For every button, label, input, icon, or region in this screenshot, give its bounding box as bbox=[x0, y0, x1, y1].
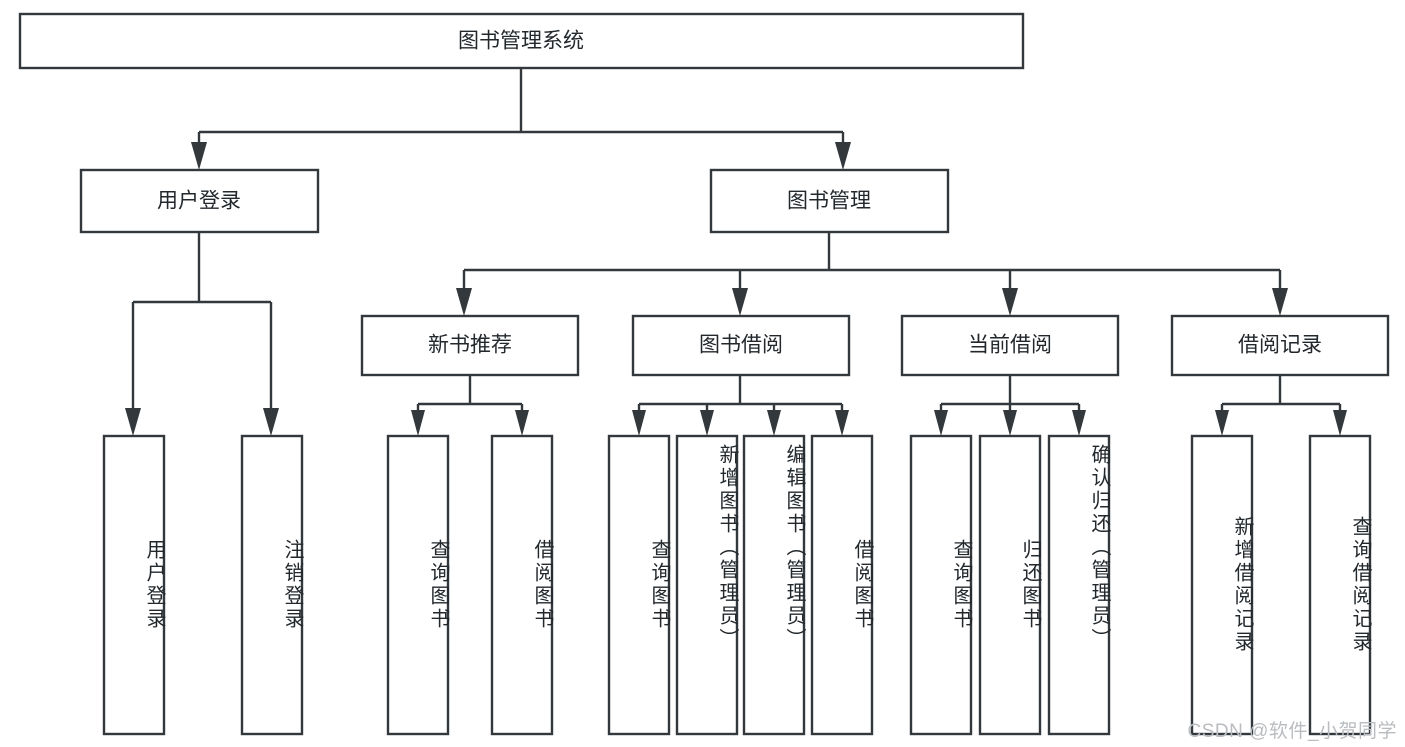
arrow-head-icon bbox=[191, 142, 207, 170]
node-root[interactable]: 图书管理系统 bbox=[18, 12, 1025, 70]
node-current-borrow[interactable]: 当前借阅 bbox=[900, 314, 1120, 377]
leaf-box-confirm-return-admin[interactable] bbox=[1047, 434, 1111, 736]
arrow-head-icon bbox=[1003, 410, 1017, 436]
arrow-head-icon bbox=[1072, 410, 1086, 436]
node-user-login-label: 用户登录 bbox=[157, 190, 241, 213]
node-book-borrow-label: 图书借阅 bbox=[699, 334, 783, 357]
arrow-head-icon bbox=[732, 288, 748, 316]
arrow-head-icon bbox=[125, 408, 141, 436]
node-book-borrow-box[interactable] bbox=[631, 314, 851, 377]
arrow-head-icon bbox=[1215, 410, 1229, 436]
arrow-head-icon bbox=[934, 410, 948, 436]
arrow-head-icon bbox=[411, 410, 425, 436]
node-borrow-record-label: 借阅记录 bbox=[1238, 334, 1322, 357]
leaf-box-add-borrow-record[interactable] bbox=[1190, 434, 1254, 736]
connector-borrow-to-leaves bbox=[632, 375, 849, 436]
connector-newbook-to-leaves bbox=[411, 375, 529, 436]
leaf-box-borrow-book-2[interactable] bbox=[810, 434, 874, 736]
leaf-box-return-book[interactable] bbox=[978, 434, 1042, 736]
arrow-head-icon bbox=[835, 410, 849, 436]
leaf-box-query-book-1[interactable] bbox=[386, 434, 450, 736]
connector-userlogin-to-leaves bbox=[125, 232, 279, 436]
node-borrow-record[interactable]: 借阅记录 bbox=[1170, 314, 1390, 377]
arrow-head-icon bbox=[1333, 410, 1347, 436]
node-current-borrow-label: 当前借阅 bbox=[968, 334, 1052, 357]
leaf-box-edit-book-admin[interactable] bbox=[742, 434, 806, 736]
leaf-box-query-book-3[interactable] bbox=[909, 434, 973, 736]
node-book-borrow[interactable]: 图书借阅 bbox=[631, 314, 851, 377]
connector-current-to-leaves bbox=[934, 375, 1086, 436]
node-book-management[interactable]: 图书管理 bbox=[709, 168, 950, 234]
arrow-head-icon bbox=[700, 410, 714, 436]
leaf-box-query-book-2[interactable] bbox=[607, 434, 671, 736]
arrow-head-icon bbox=[1272, 288, 1288, 316]
node-current-borrow-box[interactable] bbox=[900, 314, 1120, 377]
arrow-head-icon bbox=[456, 288, 472, 316]
arrow-head-icon bbox=[767, 410, 781, 436]
connector-root-to-level2 bbox=[191, 68, 851, 170]
leaf-box-add-book-admin[interactable] bbox=[675, 434, 739, 736]
leaf-box-query-borrow-record[interactable] bbox=[1308, 434, 1372, 736]
connector-bookmgmt-to-level3 bbox=[456, 232, 1288, 316]
node-book-management-label: 图书管理 bbox=[787, 190, 871, 213]
watermark-text: CSDN @软件_小贺同学 bbox=[1187, 721, 1397, 742]
node-new-book-recommend-label: 新书推荐 bbox=[428, 334, 512, 357]
arrow-head-icon bbox=[1002, 288, 1018, 316]
connector-record-to-leaves bbox=[1215, 375, 1347, 436]
node-root-box[interactable] bbox=[18, 12, 1025, 70]
arrow-head-icon bbox=[632, 410, 646, 436]
node-root-label: 图书管理系统 bbox=[458, 30, 584, 53]
leaf-box-logout[interactable] bbox=[240, 434, 304, 736]
node-book-management-box[interactable] bbox=[709, 168, 950, 234]
arrow-head-icon bbox=[263, 408, 279, 436]
node-new-book-recommend-box[interactable] bbox=[360, 314, 580, 377]
node-borrow-record-box[interactable] bbox=[1170, 314, 1390, 377]
node-user-login[interactable]: 用户登录 bbox=[79, 168, 320, 234]
arrow-head-icon bbox=[835, 142, 851, 170]
node-user-login-box[interactable] bbox=[79, 168, 320, 234]
leaf-box-borrow-book-1[interactable] bbox=[490, 434, 554, 736]
leaf-box-user-login[interactable] bbox=[102, 434, 166, 736]
arrow-head-icon bbox=[515, 410, 529, 436]
node-new-book-recommend[interactable]: 新书推荐 bbox=[360, 314, 580, 377]
